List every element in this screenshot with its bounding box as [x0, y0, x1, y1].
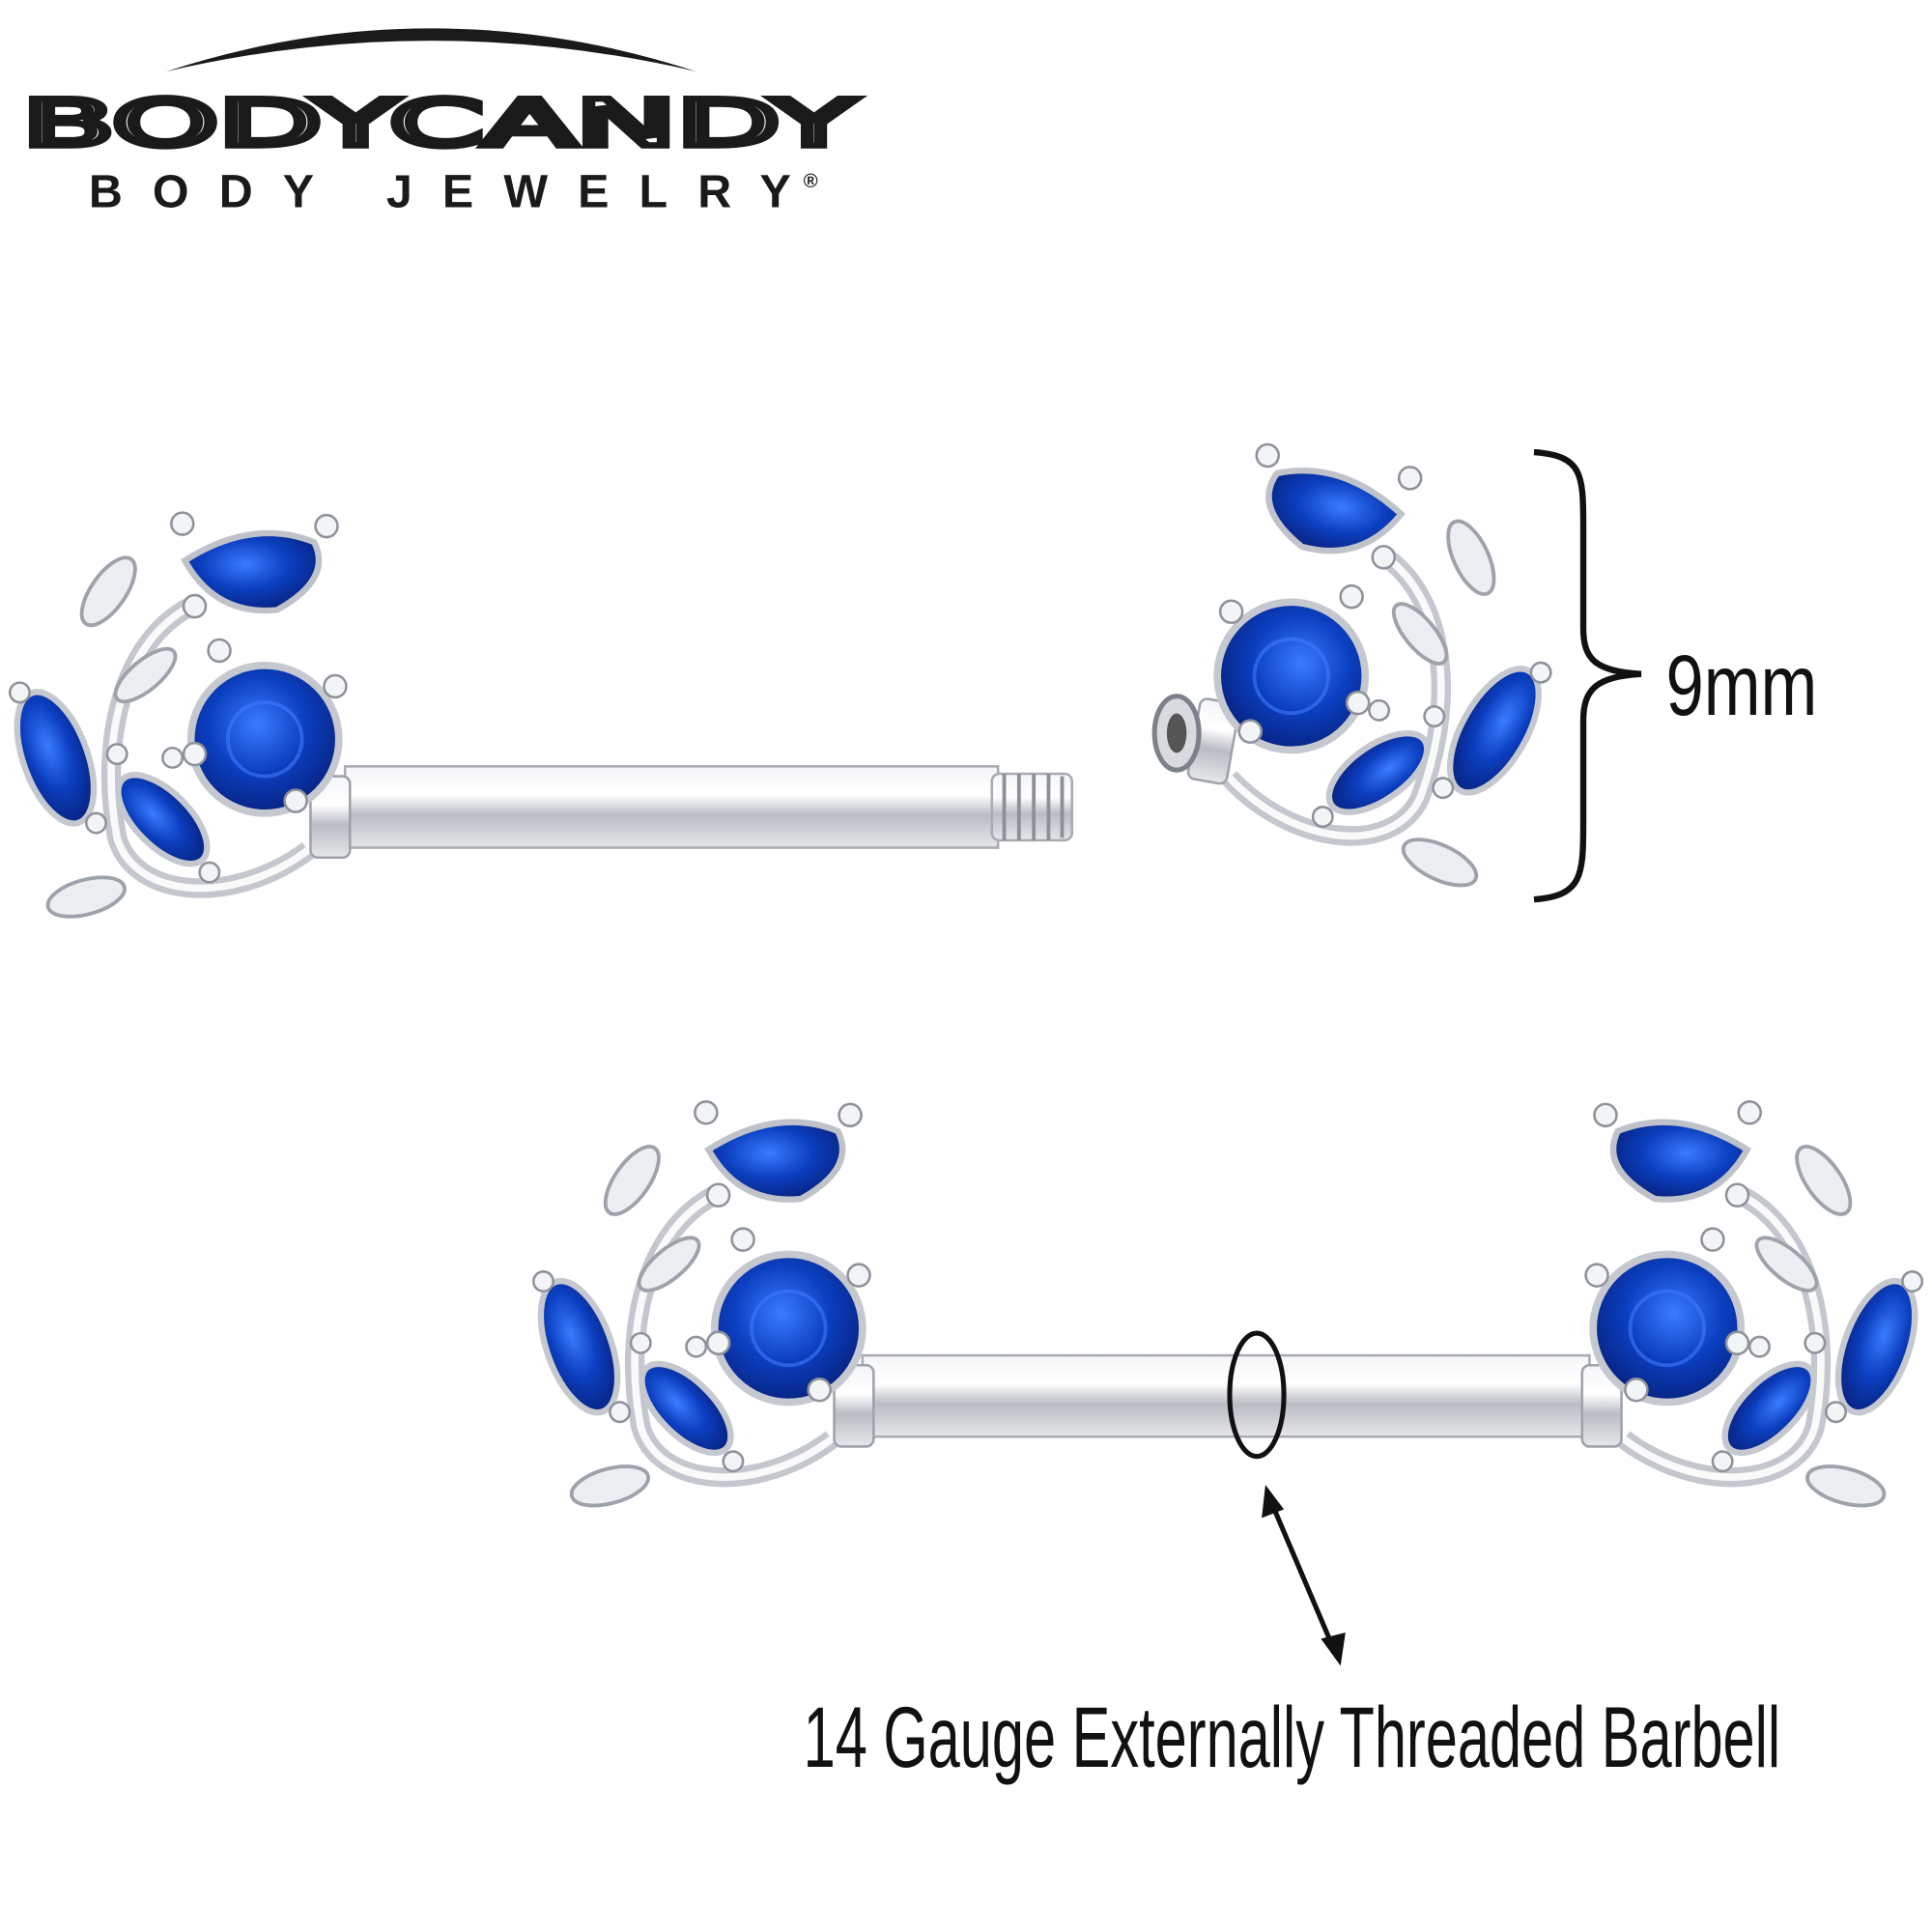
gauge-indicator: 14 Gauge Externally Threaded Barbell	[804, 1330, 1780, 1785]
brand-logo: BODYCANDY BODY JEWELRY ®	[19, 28, 859, 217]
registered-mark: ®	[804, 171, 818, 192]
charm-end-right	[1582, 1101, 1930, 1513]
barbell-gauge-label: 14 Gauge Externally Threaded Barbell	[804, 1689, 1780, 1785]
logo-wordmark: BODYCANDY	[22, 86, 856, 161]
arrow-head-top	[1262, 1484, 1285, 1519]
assembled-barbell	[526, 1101, 1930, 1513]
barbell-with-fixed-end	[2, 513, 1073, 924]
charm-end-fixed	[2, 513, 350, 924]
dimension-label: 9mm	[1665, 637, 1817, 733]
logo-tagline: BODY JEWELRY	[89, 165, 791, 217]
arrow-head-bottom	[1321, 1633, 1346, 1666]
charm-end-left	[526, 1101, 873, 1513]
barbell-shaft-assembled	[861, 1353, 1591, 1438]
gauge-ring	[1227, 1330, 1287, 1460]
logo-arc	[166, 28, 696, 71]
threaded-tip	[990, 772, 1073, 842]
size-bracket: 9mm	[1533, 448, 1817, 903]
threaded-socket	[1151, 694, 1202, 773]
barbell-shaft	[343, 765, 1000, 849]
detachable-charm-end	[1176, 438, 1590, 903]
